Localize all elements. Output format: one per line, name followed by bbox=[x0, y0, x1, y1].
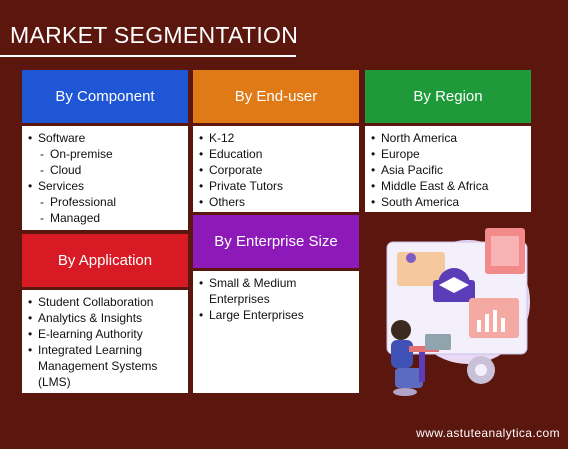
enterprise-size-title: By Enterprise Size bbox=[214, 233, 338, 250]
list-item: Integrated Learning Management Systems (… bbox=[28, 342, 182, 390]
list-item: K-12 bbox=[199, 130, 353, 146]
end-user-header: By End-user bbox=[193, 70, 359, 123]
list-item: Cloud bbox=[28, 162, 182, 178]
list-item: Asia Pacific bbox=[371, 162, 525, 178]
end-user-title: By End-user bbox=[234, 88, 318, 105]
list-item: Large Enterprises bbox=[199, 307, 353, 323]
list-item: Analytics & Insights bbox=[28, 310, 182, 326]
application-list: Student Collaboration Analytics & Insigh… bbox=[28, 294, 182, 390]
end-user-box: K-12 Education Corporate Private Tutors … bbox=[193, 126, 359, 212]
end-user-list: K-12 Education Corporate Private Tutors … bbox=[199, 130, 353, 210]
elearning-illustration bbox=[386, 228, 530, 396]
list-item: E-learning Authority bbox=[28, 326, 182, 342]
application-title: By Application bbox=[57, 252, 153, 269]
region-title: By Region bbox=[413, 88, 483, 105]
title-underline bbox=[0, 55, 296, 57]
list-item: Student Collaboration bbox=[28, 294, 182, 310]
list-item: South America bbox=[371, 194, 525, 210]
region-list: North America Europe Asia Pacific Middle… bbox=[371, 130, 525, 210]
enterprise-size-list: Small & Medium Enterprises Large Enterpr… bbox=[199, 275, 353, 323]
list-item: Europe bbox=[371, 146, 525, 162]
region-header: By Region bbox=[365, 70, 531, 123]
application-header: By Application bbox=[22, 234, 188, 287]
list-item: Corporate bbox=[199, 162, 353, 178]
list-item: Private Tutors bbox=[199, 178, 353, 194]
list-item: Others bbox=[199, 194, 353, 210]
component-box: Software On-premise Cloud Services Profe… bbox=[22, 126, 188, 230]
list-item: Managed bbox=[28, 210, 182, 226]
list-item: Services bbox=[28, 178, 182, 194]
list-item: North America bbox=[371, 130, 525, 146]
region-box: North America Europe Asia Pacific Middle… bbox=[365, 126, 531, 212]
page-title: MARKET SEGMENTATION bbox=[10, 22, 299, 48]
list-item: Software bbox=[28, 130, 182, 146]
list-item: Professional bbox=[28, 194, 182, 210]
enterprise-size-header: By Enterprise Size bbox=[193, 215, 359, 268]
application-box: Student Collaboration Analytics & Insigh… bbox=[22, 290, 188, 393]
component-title: By Component bbox=[55, 88, 155, 105]
list-item: Small & Medium Enterprises bbox=[199, 275, 353, 307]
component-list: Software On-premise Cloud Services Profe… bbox=[28, 130, 182, 226]
list-item: On-premise bbox=[28, 146, 182, 162]
enterprise-size-box: Small & Medium Enterprises Large Enterpr… bbox=[193, 271, 359, 393]
list-item: Education bbox=[199, 146, 353, 162]
component-header: By Component bbox=[22, 70, 188, 123]
list-item: Middle East & Africa bbox=[371, 178, 525, 194]
footer-website: www.astuteanalytica.com bbox=[416, 426, 560, 440]
